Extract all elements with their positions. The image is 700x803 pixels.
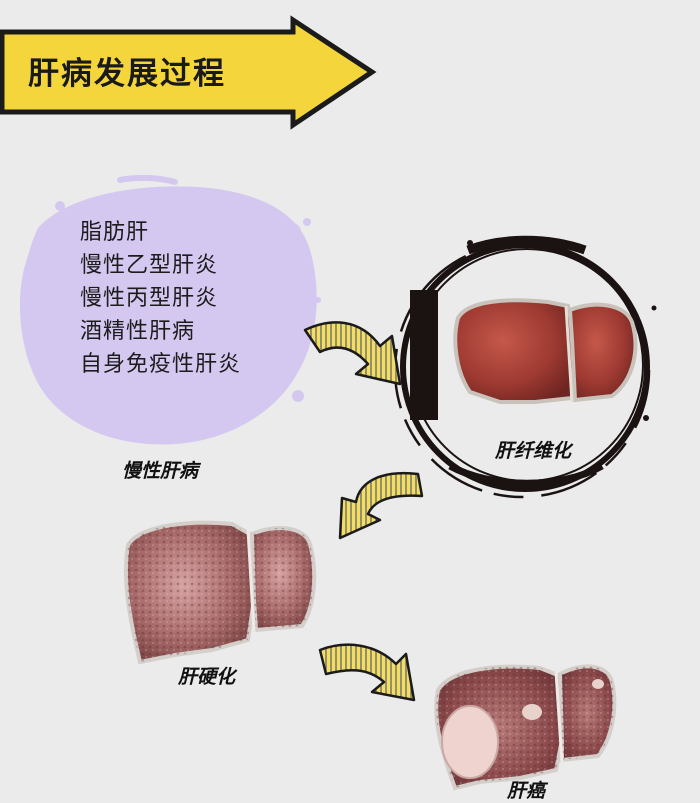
cirrhosis-liver <box>123 520 317 665</box>
page-title: 肝病发展过程 <box>28 56 226 92</box>
fibrosis-liver <box>453 298 638 404</box>
stage-label-cancer: 肝癌 <box>507 780 546 802</box>
arrow-to-fibrosis <box>303 321 402 386</box>
causes-blob <box>19 174 321 445</box>
cancer-liver <box>434 664 617 791</box>
cause-item: 自身免疫性肝炎 <box>80 352 242 377</box>
cause-item: 脂肪肝 <box>80 220 150 245</box>
cause-item: 慢性丙型肝炎 <box>80 286 219 311</box>
stage-label-chronic: 慢性肝病 <box>122 460 199 482</box>
arrow-to-cirrhosis <box>338 471 424 540</box>
cause-item: 酒精性肝病 <box>80 319 196 344</box>
title-banner <box>0 15 377 130</box>
causes-list: 脂肪肝 慢性乙型肝炎 慢性丙型肝炎 酒精性肝病 自身免疫性肝炎 <box>80 216 241 381</box>
stage-label-cirrhosis: 肝硬化 <box>178 666 236 688</box>
stage-label-fibrosis: 肝纤维化 <box>495 440 572 462</box>
cause-item: 慢性乙型肝炎 <box>80 253 219 278</box>
arrow-to-cancer <box>318 643 416 702</box>
